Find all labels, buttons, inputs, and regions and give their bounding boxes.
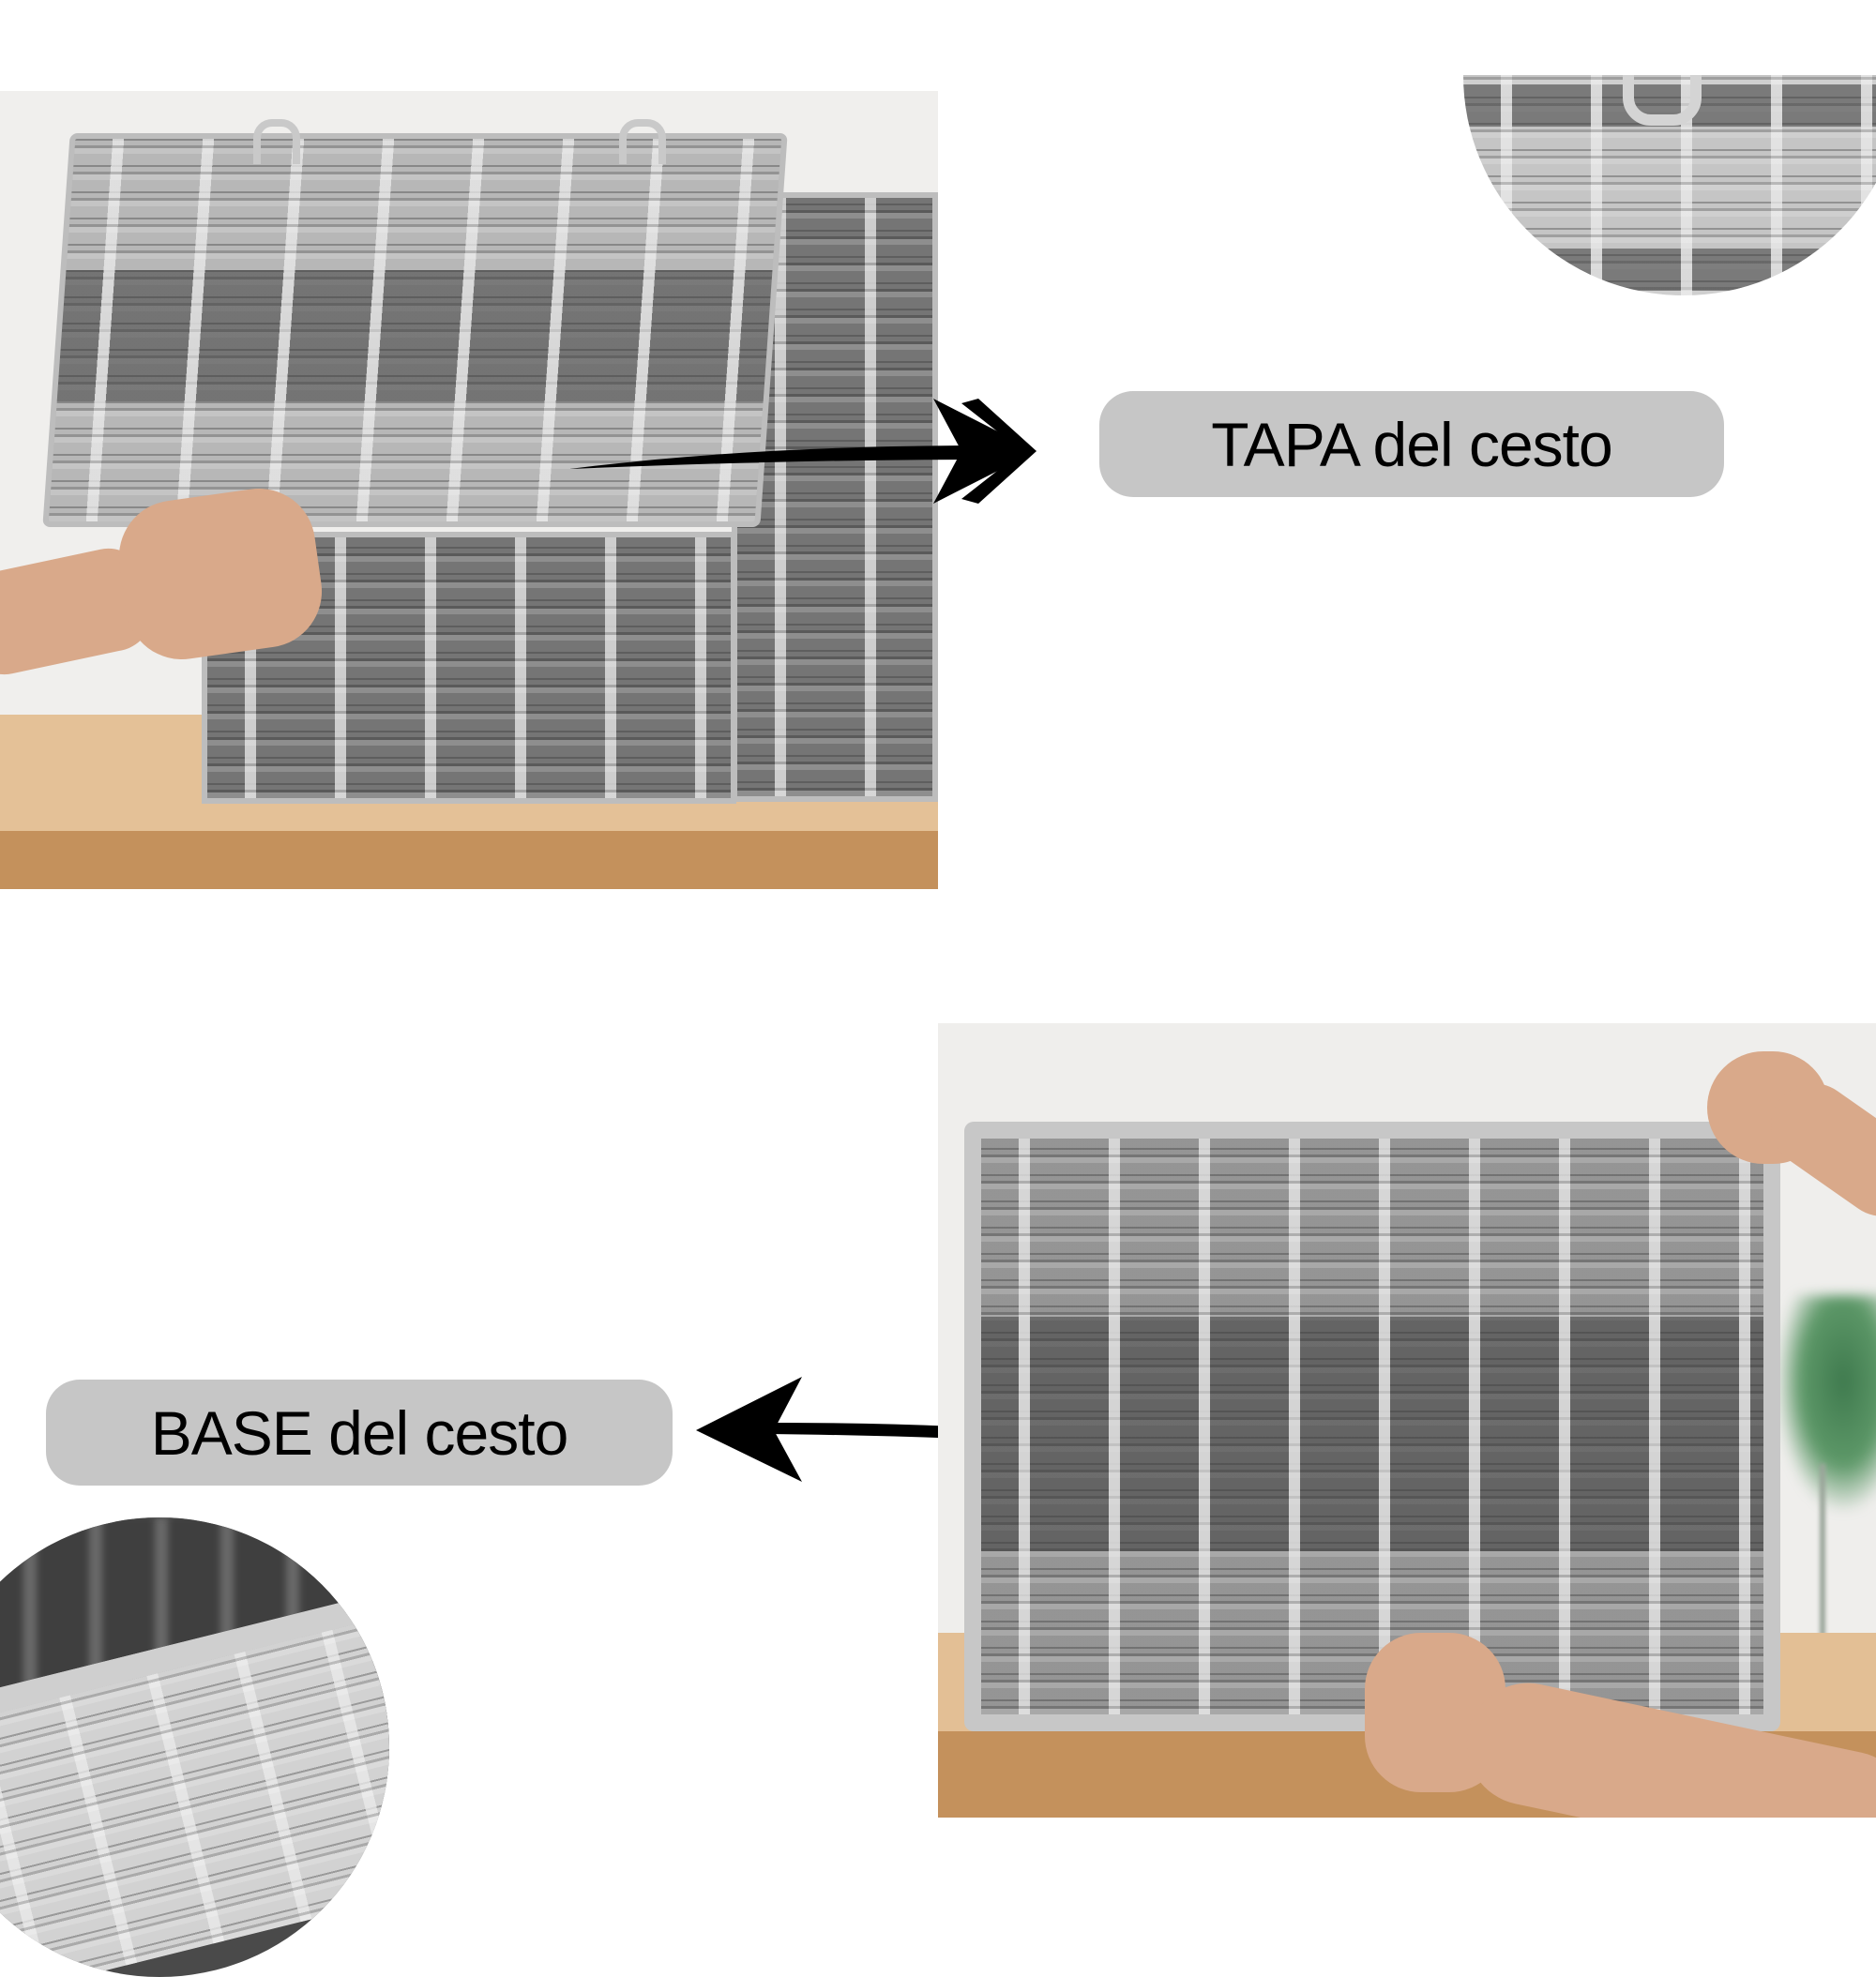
lid-closeup-circle xyxy=(1463,75,1876,295)
base-label-text: BASE del cesto xyxy=(150,1397,569,1468)
plant xyxy=(1778,1295,1876,1511)
base-photo xyxy=(938,1023,1876,1818)
arrow-right-icon xyxy=(569,399,1036,504)
table-front xyxy=(0,831,938,889)
lid-photo xyxy=(0,91,938,889)
basket-front-panel xyxy=(202,532,736,804)
lid-handle-loop xyxy=(619,119,666,164)
base-label: BASE del cesto xyxy=(46,1380,673,1486)
lid-closeup-inset xyxy=(1463,75,1876,328)
lid-closeup-handle-loop xyxy=(1623,75,1702,126)
plant-stem xyxy=(1820,1464,1825,1652)
lid-handle-loop xyxy=(253,119,300,164)
lid-label-text: TAPA del cesto xyxy=(1211,409,1612,479)
rim-closeup-inset xyxy=(0,1517,389,1977)
basket-side-panel xyxy=(732,192,938,802)
basket-base-panel xyxy=(964,1122,1780,1731)
lid-label: TAPA del cesto xyxy=(1099,391,1724,497)
